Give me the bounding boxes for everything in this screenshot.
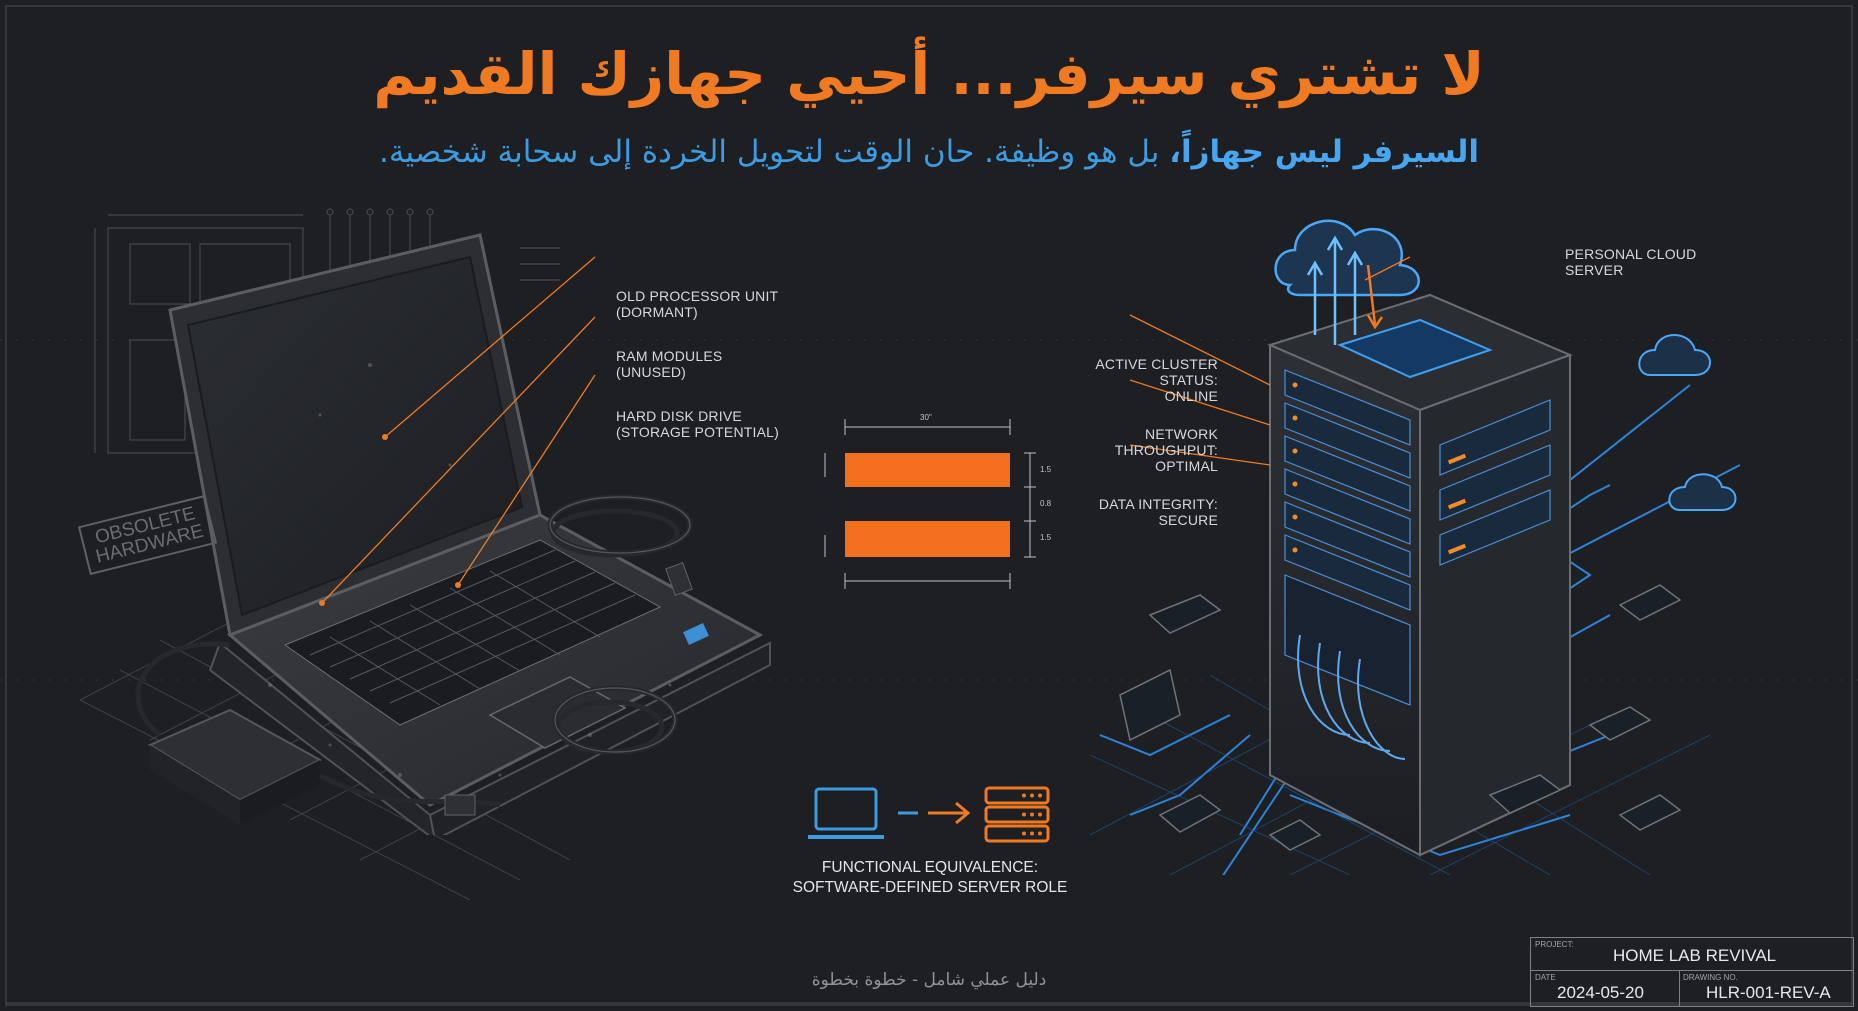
- page-subtitle: السيرفر ليس جهازاً، بل هو وظيفة. حان الو…: [0, 134, 1858, 170]
- label-disk: HARD DISK DRIVE (STORAGE POTENTIAL): [616, 408, 779, 440]
- label-network-line1: NETWORK: [1145, 426, 1218, 442]
- label-processor-line2: (DORMANT): [616, 304, 698, 320]
- caption-line2: SOFTWARE-DEFINED SERVER ROLE: [792, 879, 1068, 896]
- label-network-line3: OPTIMAL: [1155, 458, 1218, 474]
- equals-bar-top: [845, 453, 1010, 487]
- server-illustration: [1090, 219, 1741, 875]
- label-processor-line1: OLD PROCESSOR UNIT: [616, 288, 779, 304]
- label-ram: RAM MODULES (UNUSED): [616, 348, 722, 380]
- label-network-line2: THROUGHPUT:: [1114, 442, 1218, 458]
- label-integrity-line1: DATA INTEGRITY:: [1098, 496, 1218, 512]
- server-stack-icon: [984, 786, 1050, 843]
- label-cluster-line3: ONLINE: [1164, 388, 1218, 404]
- title-block: PROJECT: HOME LAB REVIVAL DATE 2024-05-2…: [1530, 937, 1854, 1007]
- page-title: لا تشتري سيرفر... أحيي جهازك القديم: [373, 40, 1485, 108]
- old-laptop-illustration: [135, 233, 771, 835]
- label-disk-line2: (STORAGE POTENTIAL): [616, 424, 780, 440]
- project-label: PROJECT:: [1535, 940, 1574, 949]
- footer-text: دليل عملي شامل - خطوة بخطوة: [811, 970, 1047, 990]
- subtitle-emphasis: السيرفر ليس جهازاً،: [1169, 134, 1480, 170]
- label-cluster-line2: STATUS:: [1159, 372, 1218, 388]
- caption-line1: FUNCTIONAL EQUIVALENCE:: [821, 859, 1039, 876]
- label-integrity-line2: SECURE: [1158, 512, 1218, 528]
- cloud-icon: [1274, 219, 1420, 297]
- drawing-label: DRAWING NO.: [1683, 973, 1738, 982]
- dim-top: 1.5: [1040, 465, 1052, 474]
- dim-bottom: 1.5: [1040, 533, 1052, 542]
- date-value: 2024-05-20: [1557, 983, 1644, 1002]
- dim-width: 30": [920, 413, 932, 422]
- label-network: NETWORK THROUGHPUT: OPTIMAL: [1000, 426, 1218, 474]
- equals-bar-bottom: [845, 521, 1010, 557]
- project-value: HOME LAB REVIVAL: [1613, 946, 1777, 965]
- subtitle-rest: بل هو وظيفة. حان الوقت لتحويل الخردة إلى…: [378, 134, 1170, 170]
- arrow-right-icon: [898, 801, 971, 825]
- label-cluster: ACTIVE CLUSTER STATUS: ONLINE: [1000, 356, 1218, 404]
- dim-gap: 0.8: [1040, 499, 1052, 508]
- label-ram-line2: (UNUSED): [616, 364, 687, 380]
- label-processor: OLD PROCESSOR UNIT (DORMANT): [616, 288, 778, 320]
- label-cloud-line2: SERVER: [1565, 262, 1624, 278]
- label-cluster-line1: ACTIVE CLUSTER: [1095, 356, 1218, 372]
- laptop-icon: [808, 787, 884, 839]
- date-label: DATE: [1535, 973, 1556, 982]
- label-cloud: PERSONAL CLOUD SERVER: [1565, 246, 1696, 278]
- label-disk-line1: HARD DISK DRIVE: [616, 408, 742, 424]
- drawing-value: HLR-001-REV-A: [1706, 983, 1831, 1002]
- equals-sign: [824, 419, 1036, 589]
- label-ram-line1: RAM MODULES: [616, 348, 723, 364]
- label-cloud-line1: PERSONAL CLOUD: [1565, 246, 1697, 262]
- equivalence-caption: FUNCTIONAL EQUIVALENCE: SOFTWARE-DEFINED…: [780, 858, 1080, 898]
- label-integrity: DATA INTEGRITY: SECURE: [1000, 496, 1218, 528]
